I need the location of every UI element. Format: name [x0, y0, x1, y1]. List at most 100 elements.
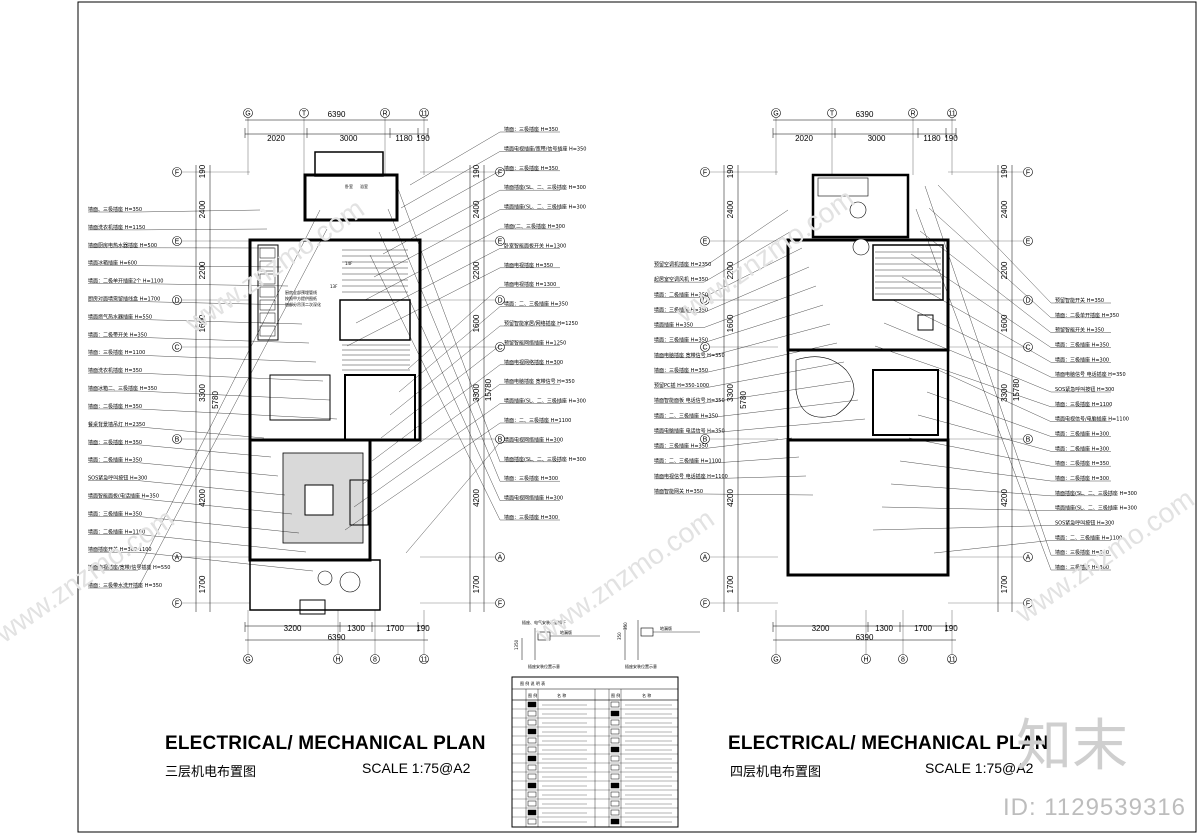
- annotation-text: 墙面、三极插座 H=350: [88, 206, 142, 213]
- legend-symbol: [610, 764, 620, 771]
- leader-line: [910, 253, 1052, 348]
- annotation-text: 预留智能网络插座 H=1250: [504, 339, 566, 346]
- dimension-text: 4200: [726, 489, 735, 507]
- grid-axis-label: 8: [901, 656, 905, 663]
- detail-caption: 插座安装位置示意: [625, 663, 657, 669]
- terrace-wall: [249, 559, 381, 611]
- leader-line: [355, 248, 501, 324]
- annotation-text: 墙面：三极插座 H=300: [1055, 431, 1109, 438]
- grid-axis-label: R: [910, 110, 915, 117]
- dimension-text: 3300: [1000, 384, 1009, 402]
- grid-axis-label: B: [498, 436, 503, 443]
- legend-symbol: [527, 818, 537, 825]
- dimension-text: 1700: [386, 624, 404, 633]
- dimension-text: 1180: [923, 134, 941, 143]
- annotation-text: 预留智能开关 H=350: [1055, 327, 1104, 334]
- annotation-text: 墙面：二极插座 H=300: [1055, 445, 1109, 452]
- grid-axis-bubble: [700, 236, 710, 246]
- detail-tag: 地漏版: [560, 629, 572, 635]
- grid-axis-label: E: [175, 238, 180, 245]
- grid-axis-label: G: [245, 110, 250, 117]
- dimension-text: 2020: [267, 134, 285, 143]
- annotation-text: 餐桌背景墙吊灯 H=2350: [88, 421, 145, 428]
- bedroom-wall: [872, 369, 939, 436]
- lounge-chair: [849, 201, 867, 219]
- annotation-text: 墙面：二极带开关 H=350: [88, 331, 147, 338]
- annotation-text: 预留智能家居/网络插座 H=1250: [504, 320, 578, 327]
- leader-line: [703, 342, 838, 374]
- annotation-text: 墙面插座(SL、二、三极插座 H=300: [504, 204, 586, 211]
- grid-axis-bubble: [172, 342, 182, 352]
- leader-line: [703, 493, 814, 496]
- annotation-text: 墙面电视插座/宽带/信号插座 H=550: [88, 564, 170, 571]
- grid-axis-label: E: [498, 238, 503, 245]
- legend-title: 图 例 说 明 表: [520, 680, 545, 686]
- leader-line: [137, 319, 303, 325]
- grid-axis-bubble: [299, 108, 309, 118]
- annotation-text: 墙面：三极插座 H=1100: [88, 349, 145, 356]
- leader-line: [928, 207, 1052, 318]
- grid-axis-bubble: [495, 552, 505, 562]
- grid-axis-label: A: [498, 554, 503, 561]
- grid-axis-bubble: [172, 434, 182, 444]
- dimension-text: 1600: [198, 314, 207, 332]
- annotation-text: 墙面厨房电热水器插座 H=500: [88, 242, 157, 249]
- legend-symbol: [610, 800, 620, 807]
- annotation-text: 墙面：三极插座 H=300: [504, 475, 558, 482]
- legend-symbol: [527, 719, 537, 726]
- leader-line: [917, 414, 1052, 452]
- leader-line: [346, 267, 501, 347]
- leader-line: [919, 230, 1052, 333]
- leader-line: [703, 247, 803, 298]
- freeform-bath: [795, 356, 855, 418]
- dimension-text: 2020: [795, 134, 813, 143]
- grid-axis-bubble: [947, 108, 957, 118]
- exterior-wall: [786, 238, 950, 352]
- legend-header: 图 例: [528, 692, 537, 698]
- dimension-text: 190: [944, 624, 958, 633]
- grid-axis-bubble: [1023, 552, 1033, 562]
- grid-axis-bubble: [172, 598, 182, 608]
- grid-axis-bubble: [370, 654, 380, 664]
- room-note: 加部分吊顶二次深化: [285, 301, 321, 307]
- annotation-text: 墙面冰箱二、三极插座 H=350: [88, 385, 157, 392]
- annotation-text: 墙面：二、三极插座 H=1100: [504, 417, 571, 424]
- leader-line: [935, 368, 1052, 422]
- leader-line: [407, 287, 501, 370]
- grid-axis-bubble: [495, 236, 505, 246]
- dimension-text: 190: [416, 134, 430, 143]
- leader-line: [409, 131, 501, 186]
- annotation-text: 墙面：二极单开插座 H=350: [1055, 312, 1119, 319]
- leader-line: [137, 480, 286, 496]
- socket-detail-diagram: 插座、电气安装示意如下地漏版插座安装位置示意1350地漏版插座安装位置示意350…: [514, 619, 700, 669]
- grid-axis-label: 11: [420, 656, 427, 663]
- dimension-text: 2400: [198, 200, 207, 218]
- right-plan-scale: SCALE 1:75@A2: [925, 760, 1034, 776]
- dimension-text: 190: [472, 164, 481, 178]
- annotation-text: 墙面：三极插座 H=350: [1055, 342, 1109, 349]
- grid-axis-label: T: [302, 110, 307, 117]
- leader-line: [137, 498, 293, 515]
- grid-axis-bubble: [495, 295, 505, 305]
- grid-axis-label: G: [773, 656, 778, 663]
- room-note: 13F: [330, 284, 338, 289]
- watermark-id: ID: 1129539316: [1002, 794, 1186, 821]
- grid-axis-label: F: [498, 600, 502, 607]
- leader-line: [373, 209, 501, 278]
- dimension-text: 6390: [856, 110, 874, 119]
- legend-symbol: [527, 728, 537, 735]
- grid-axis-bubble: [771, 108, 781, 118]
- dimension-text: 2200: [726, 261, 735, 279]
- right-plan-subtitle: 四层机电布置图: [730, 765, 822, 780]
- exterior-wall: [786, 348, 950, 442]
- leader-line: [915, 208, 1052, 571]
- annotation-text: 墙面：三极插座 H=350: [88, 510, 142, 517]
- grid-axis-bubble: [1023, 342, 1033, 352]
- grid-axis-bubble: [172, 167, 182, 177]
- leader-line: [933, 540, 1052, 554]
- grid-axis-bubble: [947, 654, 957, 664]
- annotation-text: 墙面：二、三极插座 H=350: [654, 412, 718, 419]
- dimension-text: 3200: [812, 624, 830, 633]
- leader-line: [703, 361, 845, 389]
- legend-symbol: [527, 782, 537, 789]
